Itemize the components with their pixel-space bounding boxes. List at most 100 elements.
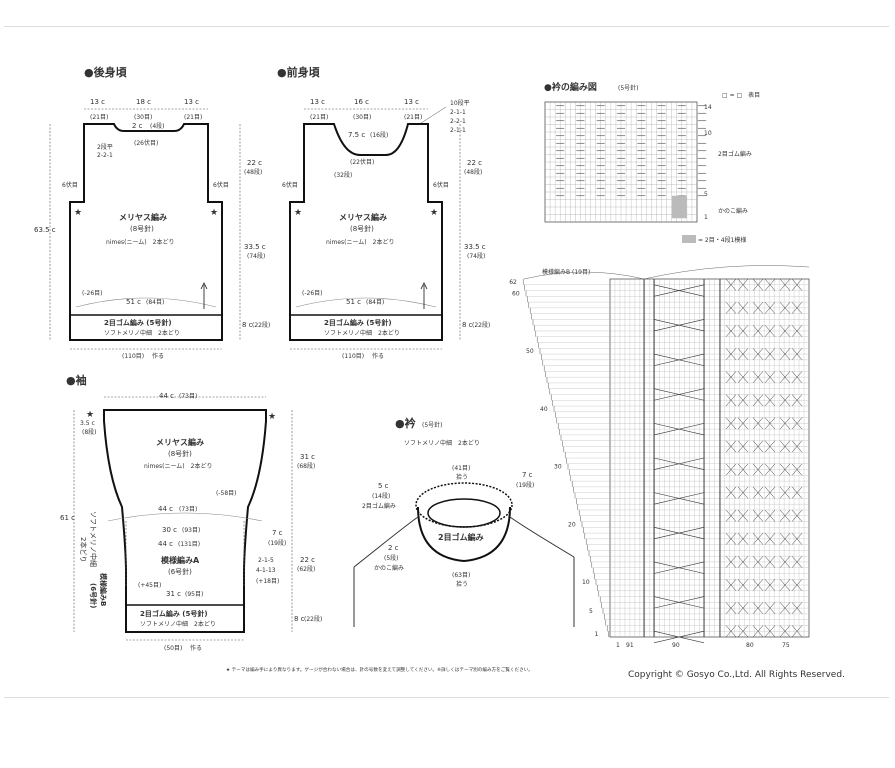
back-rib-yarn: ソフトメリノ中細 2本どり bbox=[104, 329, 180, 337]
pattern-lattice-cross bbox=[752, 417, 776, 430]
front-rib-h-rows: (22段) bbox=[472, 321, 490, 329]
pattern-lattice-cross bbox=[725, 348, 749, 361]
pattern-lattice-cross bbox=[779, 579, 803, 591]
pattern-sheet: ●後身頃 13 c (21目) 18 c (30目) 13 c (21目) 2 … bbox=[4, 26, 889, 698]
pattern-lattice-cross bbox=[725, 278, 749, 291]
sleeve-cap: 3.5 c bbox=[80, 420, 95, 427]
back-title: ●後身頃 bbox=[84, 65, 128, 79]
pattern-lattice-cross bbox=[725, 509, 749, 522]
back-neck-rows: (4段) bbox=[150, 122, 165, 130]
pattern-row-label: 5 bbox=[589, 608, 593, 615]
svg-text:★: ★ bbox=[86, 410, 94, 420]
front-body-h: 33.5 c bbox=[464, 243, 486, 251]
pattern-lattice-cross bbox=[752, 440, 776, 453]
pattern-col-label: 75 bbox=[782, 642, 790, 649]
front-needle: (8号針) bbox=[350, 224, 374, 233]
sleeve-cuff: 2目ゴム編み (5号針) bbox=[140, 609, 208, 618]
front-stitch: メリヤス編み bbox=[339, 212, 387, 222]
knitting-diagram: ●後身頃 13 c (21目) 18 c (30目) 13 c (21目) 2 … bbox=[34, 65, 845, 680]
front-title: ●前身頃 bbox=[277, 65, 321, 79]
pattern-row-label: 62 bbox=[509, 279, 517, 286]
collar-chart-row5: 5 bbox=[704, 191, 708, 198]
back-rib: 2目ゴム編み (5号針) bbox=[104, 318, 172, 327]
sleeve-total-h: 61 c bbox=[60, 514, 75, 522]
back-top-left-rows: (21目) bbox=[90, 114, 108, 121]
back-body-h: 33.5 c bbox=[244, 243, 266, 251]
back-cast-label: 作る bbox=[152, 352, 164, 360]
pattern-col-label: 91 bbox=[626, 642, 634, 649]
pattern-lattice-cross bbox=[725, 440, 749, 453]
sleeve-top-w: 44 c bbox=[159, 392, 174, 400]
front-top-mid-rows: (30目) bbox=[353, 114, 371, 121]
front-top-right-rows: (21目) bbox=[404, 114, 422, 121]
pattern-cable-cross bbox=[653, 353, 705, 366]
collar-chart-row14: 14 bbox=[704, 104, 712, 111]
collar-title: ●衿 bbox=[395, 416, 416, 430]
sleeve-vert4: (6号針) bbox=[89, 583, 98, 608]
back-stitch: メリヤス編み bbox=[119, 212, 167, 222]
sleeve-pat-w2: 44 c bbox=[158, 540, 173, 548]
sleeve-cuff-h-rows: (22段) bbox=[304, 615, 322, 623]
sleeve-pat-w: 30 c bbox=[162, 526, 177, 534]
collar-top-sts: (41目) bbox=[452, 465, 470, 472]
pattern-cable-cross bbox=[653, 388, 705, 401]
sleeve-vert3: 模様編みB bbox=[99, 573, 108, 606]
pattern-row-label: 30 bbox=[554, 464, 562, 471]
front-armhole-right: 6伏目 bbox=[433, 181, 449, 189]
pattern-lattice-cross bbox=[779, 301, 803, 314]
collar-bot-label: 拾う bbox=[456, 580, 468, 588]
back-top-mid: 18 c bbox=[136, 98, 151, 106]
pattern-lattice-cross bbox=[725, 463, 749, 476]
collar-side-h: 2 c bbox=[388, 544, 399, 552]
pattern-cable-cross bbox=[653, 630, 705, 644]
sleeve-cuff-yarn: ソフトメリノ中細 2本どり bbox=[140, 620, 216, 628]
sleeve-cuff-w: 31 c bbox=[166, 590, 181, 598]
sleeve-mid-w: 44 c bbox=[158, 505, 173, 513]
sleeve-low-h-rows: (62段) bbox=[297, 565, 315, 573]
sleeve-low-h: 22 c bbox=[300, 556, 315, 564]
pattern-lattice-cross bbox=[752, 463, 776, 476]
collar-chart-label-kanoko: かのこ編み bbox=[718, 207, 748, 215]
back-neck-dec2: 2-2-1 bbox=[97, 152, 113, 159]
back-armhole-right: 6伏目 bbox=[213, 181, 229, 189]
pattern-lattice-cross bbox=[725, 371, 749, 384]
collar-needle: (5号針) bbox=[422, 421, 443, 429]
pattern-lattice-cross bbox=[752, 394, 776, 407]
svg-text:★: ★ bbox=[74, 208, 82, 218]
pattern-lattice-cross bbox=[779, 463, 803, 476]
sleeve-vert1: ソフトメリノ中細 bbox=[89, 511, 98, 567]
pattern-lattice-cross bbox=[725, 625, 749, 638]
pattern-lattice-cross bbox=[752, 486, 776, 499]
pattern-row-label: 50 bbox=[526, 348, 534, 355]
back-top-left: 13 c bbox=[90, 98, 105, 106]
back-top-right: 13 c bbox=[184, 98, 199, 106]
pattern-row-label: 60 bbox=[512, 290, 520, 297]
front-neck-depth-rows: (16段) bbox=[370, 131, 388, 139]
pattern-lattice-cross bbox=[725, 532, 749, 545]
pattern-lattice-cross bbox=[752, 348, 776, 361]
pattern-chart-grid bbox=[522, 278, 810, 644]
pattern-lattice-cross bbox=[779, 417, 803, 430]
pattern-cable-cross bbox=[653, 319, 705, 332]
front-top-mid: 16 c bbox=[354, 98, 369, 106]
collar-yarn: ソフトメリノ中細 2本どり bbox=[404, 439, 480, 447]
collar-bot-sts: (63目) bbox=[452, 572, 470, 579]
collar-chart-label-rib: 2目ゴム編み bbox=[718, 150, 752, 158]
pattern-row-label: 10 bbox=[582, 579, 590, 586]
front-neck-depth: 7.5 c bbox=[348, 131, 365, 139]
sleeve-patA: 模様編みA bbox=[161, 555, 200, 565]
back-body-h-rows: (74段) bbox=[247, 252, 265, 260]
pattern-cable-cross bbox=[653, 423, 705, 436]
front-armhole-h-rows: (48段) bbox=[464, 168, 482, 176]
front-dec3: 2-1-1 bbox=[450, 127, 466, 134]
collar-chart-grid bbox=[544, 101, 707, 223]
pattern-lattice-cross bbox=[779, 509, 803, 522]
back-body-section: ●後身頃 13 c (21目) 18 c (30目) 13 c (21目) 2 … bbox=[34, 65, 270, 360]
copyright: Copyright © Gosyo Co.,Ltd. All Rights Re… bbox=[628, 670, 845, 680]
sleeve-stitch: メリヤス編み bbox=[156, 437, 204, 447]
back-needle: (8号針) bbox=[130, 224, 154, 233]
front-bot-width: 51 c bbox=[346, 298, 361, 306]
footer-note: ★ テーマは編み手により異なります。ゲージが合わない場合は、針の号数を変えて調整… bbox=[226, 666, 533, 673]
pattern-lattice-cross bbox=[779, 532, 803, 545]
